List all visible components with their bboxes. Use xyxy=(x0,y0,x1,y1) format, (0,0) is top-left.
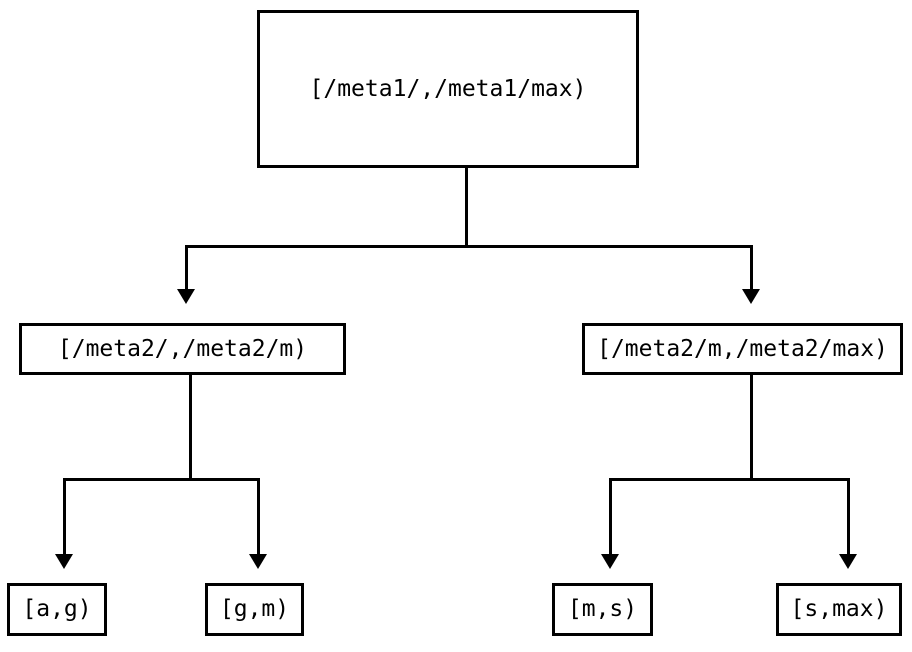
node-leaf-s-max-label: [s,max) xyxy=(790,596,888,622)
node-leaf-g-m-label: [g,m) xyxy=(219,596,290,622)
edge-root-rail xyxy=(185,245,753,248)
node-leaf-g-m[interactable]: [g,m) xyxy=(205,583,304,636)
edge-l2left-to-leaf-gm-drop xyxy=(257,478,260,556)
arrowhead-l2right-to-leaf-ms xyxy=(601,554,619,569)
node-leaf-m-s[interactable]: [m,s) xyxy=(552,583,653,636)
arrowhead-l2right-to-leaf-smax xyxy=(839,554,857,569)
edge-l2left-stem xyxy=(189,375,192,481)
edge-l2left-to-leaf-ag-drop xyxy=(63,478,66,556)
edge-root-stem xyxy=(465,167,468,248)
node-leaf-s-max[interactable]: [s,max) xyxy=(776,583,902,636)
node-root[interactable]: [/meta1/,/meta1/max) xyxy=(257,10,639,168)
node-level2-left[interactable]: [/meta2/,/meta2/m) xyxy=(19,323,346,375)
node-leaf-m-s-label: [m,s) xyxy=(567,596,638,622)
edge-root-to-l2right-drop xyxy=(750,245,753,291)
arrowhead-root-to-l2right xyxy=(742,289,760,304)
arrowhead-l2left-to-leaf-ag xyxy=(55,554,73,569)
arrowhead-l2left-to-leaf-gm xyxy=(249,554,267,569)
edge-l2right-to-leaf-smax-drop xyxy=(847,478,850,556)
edge-l2left-rail xyxy=(63,478,260,481)
node-level2-right[interactable]: [/meta2/m,/meta2/max) xyxy=(582,323,903,375)
edge-l2right-to-leaf-ms-drop xyxy=(609,478,612,556)
edge-l2right-rail xyxy=(609,478,850,481)
node-root-label: [/meta1/,/meta1/max) xyxy=(309,75,587,102)
edge-l2right-stem xyxy=(750,375,753,481)
edge-root-to-l2left-drop xyxy=(185,245,188,291)
node-leaf-a-g[interactable]: [a,g) xyxy=(7,583,107,636)
node-level2-left-label: [/meta2/,/meta2/m) xyxy=(57,335,308,362)
node-level2-right-label: [/meta2/m,/meta2/max) xyxy=(597,335,888,362)
arrowhead-root-to-l2left xyxy=(177,289,195,304)
node-leaf-a-g-label: [a,g) xyxy=(22,596,92,622)
